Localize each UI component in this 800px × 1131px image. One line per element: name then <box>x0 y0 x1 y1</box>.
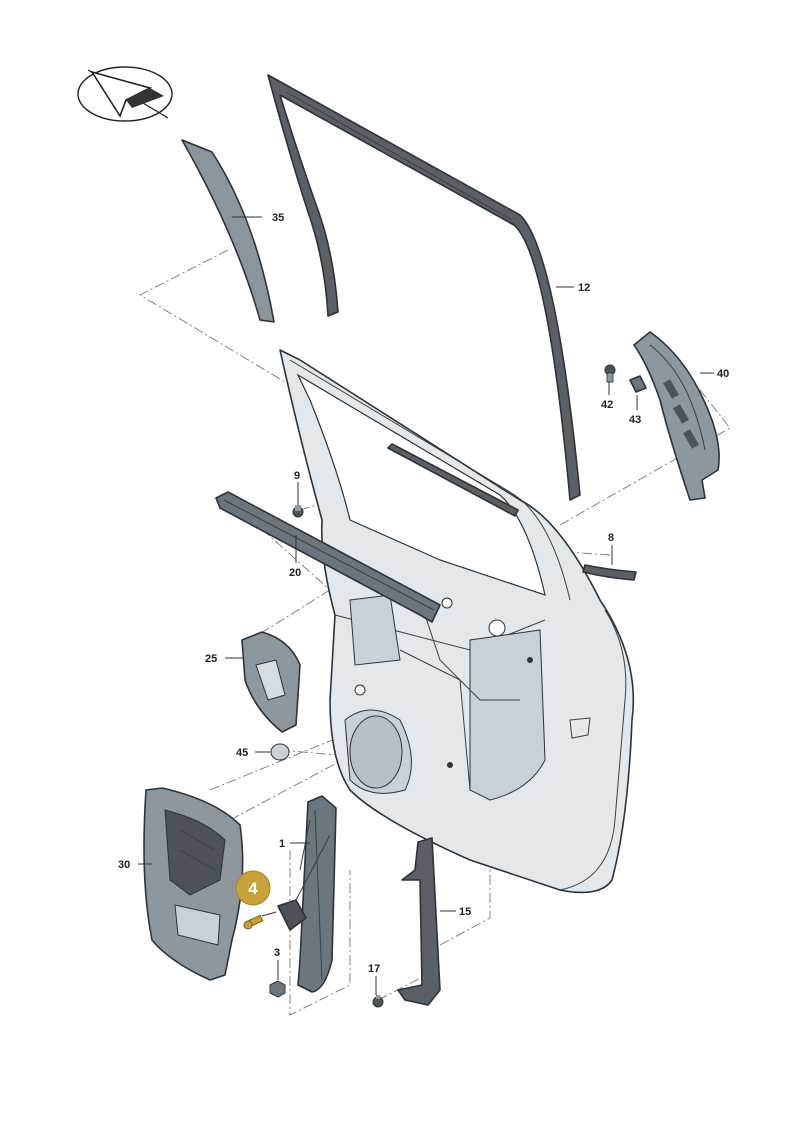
part-12-door-frame-seal <box>267 74 581 501</box>
part-35-glass-trim <box>181 139 275 323</box>
part-25-cover-plate <box>241 631 301 733</box>
part-30-damping-panel <box>143 787 244 981</box>
callout-3: 3 <box>274 947 280 959</box>
callout-35: 35 <box>272 212 284 224</box>
callout-42: 42 <box>601 399 613 411</box>
callout-30: 30 <box>118 859 130 871</box>
part-9-screw <box>292 505 304 518</box>
part-8-outer-trim <box>582 564 637 581</box>
door-inner-panel <box>279 349 635 894</box>
callout-12: 12 <box>578 282 590 294</box>
callout-40: 40 <box>717 368 729 380</box>
callout-9: 9 <box>294 470 300 482</box>
part-43-clip <box>629 375 647 393</box>
part-3-nut <box>269 980 286 998</box>
callout-25: 25 <box>205 653 217 665</box>
callout-1: 1 <box>279 838 285 850</box>
callout-20: 20 <box>289 567 301 579</box>
part-42-screw <box>604 364 616 383</box>
part-17-bolt <box>372 995 384 1008</box>
part-9-inner-channel <box>387 443 519 517</box>
part-15-guide-rail <box>397 837 441 1006</box>
callout-17: 17 <box>368 963 380 975</box>
direction-arrow-logo <box>77 66 173 122</box>
callout-15: 15 <box>459 906 471 918</box>
highlight-label: 4 <box>248 879 258 898</box>
callout-45: 45 <box>236 747 248 759</box>
highlight-badge[interactable]: 4 <box>235 870 271 906</box>
callout-8: 8 <box>608 532 614 544</box>
leader-lines <box>138 216 714 995</box>
part-45-plug <box>270 743 290 761</box>
callout-43: 43 <box>629 414 641 426</box>
part-20-belt-strip <box>215 491 441 623</box>
part-4-highlighted-screw[interactable] <box>243 911 277 930</box>
part-1-window-regulator <box>277 795 337 993</box>
part-40-handle-bracket <box>633 331 720 501</box>
